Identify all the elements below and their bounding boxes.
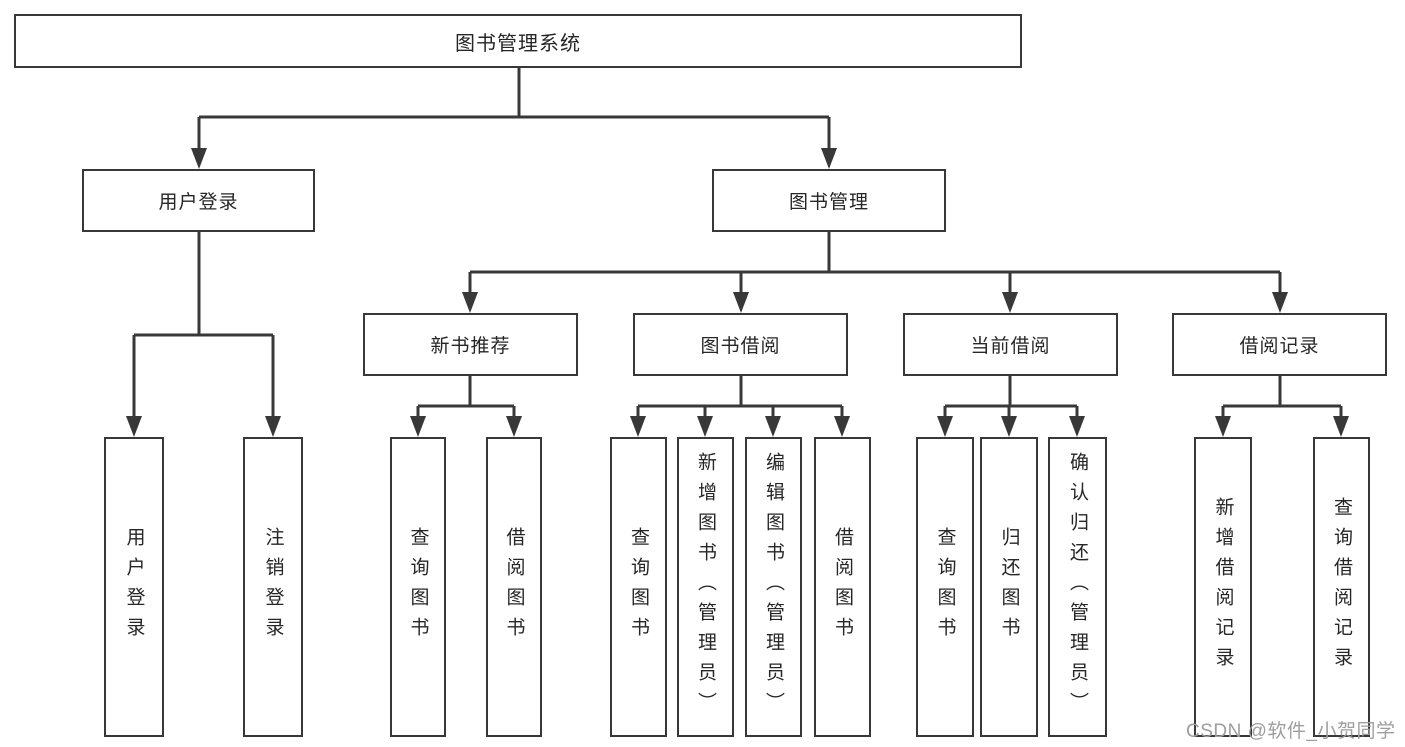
leaf-query-borrow-record: 查询借阅记录	[1313, 437, 1370, 737]
leaf-label: 查询图书	[934, 527, 956, 647]
node-current-borrowing: 当前借阅	[903, 313, 1118, 376]
leaf-add-books-admin: 新增图书（管理员）	[677, 437, 734, 737]
leaf-label: 归还图书	[998, 527, 1020, 647]
node-library-management-system: 图书管理系统	[14, 14, 1022, 68]
leaf-label: 新增图书（管理员）	[695, 452, 716, 722]
leaf-label: 查询图书	[628, 527, 649, 647]
leaf-query-books-recommend: 查询图书	[390, 437, 446, 737]
leaf-label: 查询图书	[407, 527, 429, 647]
leaf-label: 查询借阅记录	[1331, 497, 1352, 677]
node-new-book-recommendation: 新书推荐	[363, 313, 578, 376]
leaf-logout: 注销登录	[243, 437, 303, 737]
leaf-borrow-books: 借阅图书	[814, 437, 871, 737]
leaf-confirm-return-admin: 确认归还（管理员）	[1048, 437, 1107, 737]
leaf-edit-books-admin: 编辑图书（管理员）	[745, 437, 802, 737]
leaf-label: 确认归还（管理员）	[1067, 452, 1088, 722]
leaf-label: 编辑图书（管理员）	[763, 452, 784, 722]
node-book-management: 图书管理	[712, 169, 946, 232]
leaf-add-borrow-record: 新增借阅记录	[1194, 437, 1252, 737]
leaf-label: 借阅图书	[832, 527, 853, 647]
node-book-borrowing: 图书借阅	[633, 313, 848, 376]
leaf-label: 新增借阅记录	[1212, 497, 1234, 677]
arrowheads	[126, 148, 1349, 437]
leaf-label: 借阅图书	[503, 527, 525, 647]
leaf-label: 注销登录	[262, 527, 284, 647]
leaf-return-books: 归还图书	[980, 437, 1038, 737]
node-borrowing-records: 借阅记录	[1172, 313, 1387, 376]
leaf-label: 用户登录	[123, 527, 145, 647]
leaf-query-books-current: 查询图书	[916, 437, 974, 737]
leaf-user-login: 用户登录	[104, 437, 164, 737]
node-user-login: 用户登录	[82, 169, 315, 232]
csdn-watermark: CSDN @软件_小贺同学	[1186, 721, 1396, 742]
leaf-query-books-borrowing: 查询图书	[610, 437, 667, 737]
leaf-borrow-books-recommend: 借阅图书	[486, 437, 542, 737]
